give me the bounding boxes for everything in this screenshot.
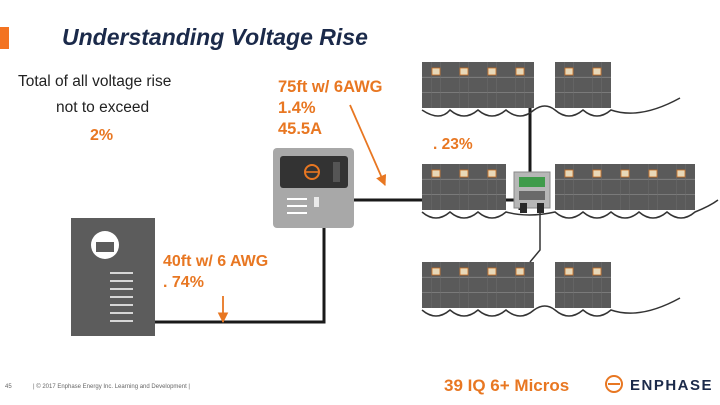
junction-box-icon xyxy=(513,171,551,213)
rule-line-1: Total of all voltage rise xyxy=(18,73,172,90)
service-rise-label: . 74% xyxy=(163,274,204,291)
service-length-label: 40ft w/ 6 AWG xyxy=(163,253,269,270)
title-accent-bar xyxy=(0,27,9,49)
feed-length-label: 75ft w/ 6AWG xyxy=(278,78,383,96)
micros-count-label: 39 IQ 6+ Micros xyxy=(444,376,570,395)
slide-title: Understanding Voltage Rise xyxy=(62,24,368,50)
copyright-text: | © 2017 Enphase Energy Inc. Learning an… xyxy=(33,384,190,390)
rule-line-2: not to exceed xyxy=(56,99,150,116)
feed-current-label: 45.5A xyxy=(278,120,323,138)
service-panel-icon xyxy=(71,218,155,336)
ac-combiner-icon xyxy=(273,148,354,228)
page-number: 45 xyxy=(5,384,12,390)
trunk-cables xyxy=(421,97,719,317)
brand-name: ENPHASE xyxy=(630,377,714,394)
feed-rise-label: 1.4% xyxy=(278,99,316,117)
enphase-logo-icon xyxy=(605,375,623,393)
branch-rise-label: . 23% xyxy=(433,136,473,153)
rule-limit: 2% xyxy=(90,127,114,144)
solar-module-icon xyxy=(421,61,696,309)
feed-callout-arrow xyxy=(349,104,387,186)
